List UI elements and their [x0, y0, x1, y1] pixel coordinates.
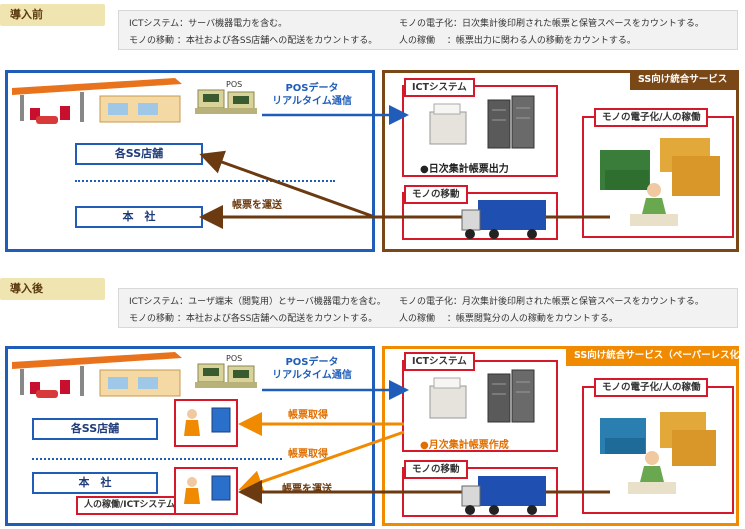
after-person-ict-label: 人の稼働/ICTシステム	[76, 496, 184, 515]
after-divider	[32, 458, 282, 460]
after-note: ICTシステム：ユーザ端末（閲覧用）とサーバ機器電力を含む。 モノの電子化：月次…	[118, 288, 738, 328]
after-get2-label: 帳票取得	[288, 449, 328, 460]
before-transport-label: 帳票を運送	[232, 200, 282, 211]
before-ict-label: ICTシステム	[404, 78, 475, 97]
before-note-person: 人の稼働 ：帳票出力に関わる人の移動をカウントする。	[399, 36, 636, 46]
after-pos-label: POS	[226, 354, 243, 363]
after-ict-output: ●月次集計帳票作成	[420, 440, 509, 451]
after-tag: 導入後	[0, 278, 105, 300]
before-note-ict: ICTシステム：サーバ機器電力を含む。	[129, 19, 288, 29]
after-note-ict: ICTシステム：ユーザ端末（閲覧用）とサーバ機器電力を含む。	[129, 297, 386, 307]
after-transport-label: 帳票を運送	[282, 484, 332, 495]
before-note-move: モノの移動 ：本社および各SS店舗への配送をカウントする。	[129, 36, 378, 46]
before-ict-output: ●日次集計帳票出力	[420, 164, 509, 175]
before-hq-bar: 本 社	[75, 206, 203, 228]
after-pos-comm: POSデータ リアルタイム通信	[272, 357, 352, 381]
before-tag: 導入前	[0, 4, 105, 26]
before-pos-comm: POSデータ リアルタイム通信	[272, 83, 352, 107]
after-move-label: モノの移動	[404, 460, 468, 479]
before-move-label: モノの移動	[404, 185, 468, 204]
after-note-person: 人の稼働 ：帳票閲覧分の人の稼動をカウントする。	[399, 314, 618, 324]
before-pos-label: POS	[226, 80, 243, 89]
before-divider	[75, 180, 335, 182]
before-note-digit: モノの電子化：日次集計後印刷された帳票と保管スペースをカウントする。	[399, 19, 704, 29]
after-digit-label: モノの電子化/人の稼働	[594, 378, 709, 397]
before-service-tab: SS向け統合サービス	[630, 70, 739, 90]
before-note: ICTシステム：サーバ機器電力を含む。 モノの電子化：日次集計後印刷された帳票と…	[118, 10, 738, 50]
before-digit-box	[582, 116, 734, 238]
after-digit-box	[582, 386, 734, 514]
after-note-digit: モノの電子化：月次集計後印刷された帳票と保管スペースをカウントする。	[399, 297, 704, 307]
before-digit-label: モノの電子化/人の稼働	[594, 108, 709, 127]
after-get1-label: 帳票取得	[288, 410, 328, 421]
after-hq-bar: 本 社	[32, 472, 158, 494]
after-store-bar: 各SS店舗	[32, 418, 158, 440]
after-ict-label: ICTシステム	[404, 352, 475, 371]
after-note-move: モノの移動 ：本社および各SS店舗への配送をカウントする。	[129, 314, 378, 324]
before-store-bar: 各SS店舗	[75, 143, 203, 165]
after-service-tab: SS向け統合サービス（ペーパーレス化）	[566, 346, 745, 366]
